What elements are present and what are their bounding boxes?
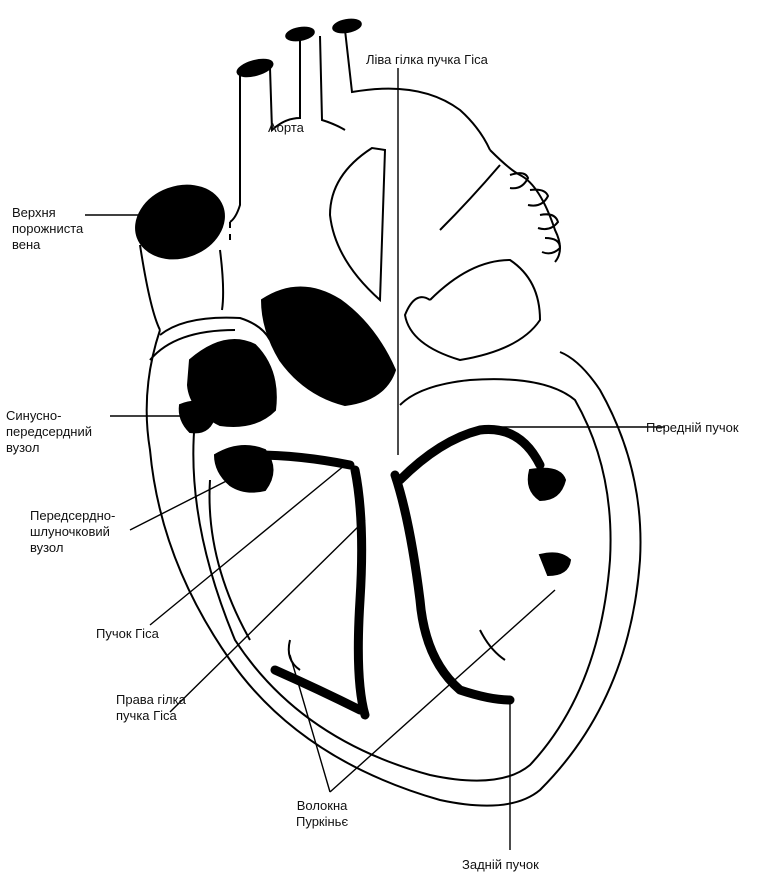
label-sinoatrial-node: Синусно- передсердний вузол bbox=[6, 408, 92, 456]
atria bbox=[150, 288, 395, 433]
label-aorta: Аорта bbox=[268, 120, 304, 136]
label-right-bundle-branch: Права гілка пучка Гіса bbox=[116, 692, 186, 724]
label-anterior-bundle: Передній пучок bbox=[646, 420, 739, 436]
leader-lines bbox=[85, 68, 665, 850]
conduction-system bbox=[215, 429, 570, 715]
label-superior-vena-cava: Верхня порожниста вена bbox=[12, 205, 83, 253]
label-bundle-of-his: Пучок Гіса bbox=[96, 626, 159, 642]
label-left-bundle-branch: Ліва гілка пучка Гіса bbox=[366, 52, 488, 68]
pulmonary-veins bbox=[405, 150, 560, 360]
label-posterior-bundle: Задній пучок bbox=[462, 857, 539, 873]
superior-vena-cava bbox=[126, 174, 235, 330]
label-atrioventricular-node: Передсердно- шлуночковий вузол bbox=[30, 508, 115, 556]
label-purkinje-fibers: Волокна Пуркіньє bbox=[296, 798, 348, 830]
